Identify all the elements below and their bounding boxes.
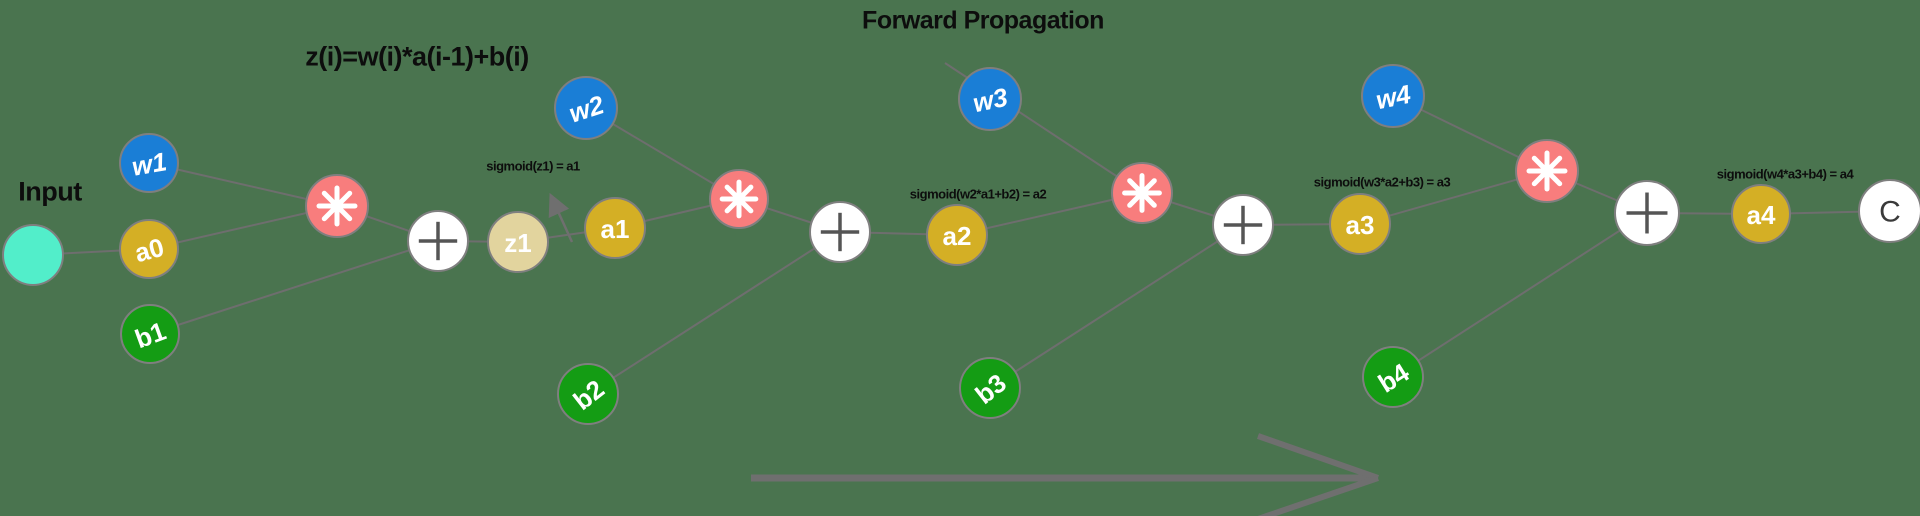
- node-mult2: [709, 169, 769, 229]
- node-mult4: [1515, 139, 1579, 203]
- node-plus2: [809, 201, 871, 263]
- node-c: C: [1858, 179, 1920, 243]
- node-a4: a4: [1731, 184, 1791, 244]
- sigmoid-annotation-3: sigmoid(w3*a2+b3) = a3: [1313, 174, 1451, 190]
- node-a3-circle: [1329, 193, 1391, 255]
- edge-b1-plus1: [149, 240, 439, 335]
- node-mult1: [305, 174, 369, 238]
- node-w4: w4: [1361, 64, 1425, 128]
- node-w4-circle: [1361, 64, 1425, 128]
- node-w4-label: w4: [1373, 79, 1414, 116]
- node-w3: w3: [958, 67, 1022, 131]
- node-a0-circle: [119, 219, 179, 279]
- edge-a2-mult3: [956, 192, 1143, 236]
- node-b1-circle: [120, 304, 180, 364]
- node-plus3: [1212, 194, 1274, 256]
- node-b4-circle: [1362, 346, 1424, 408]
- edge-b3-plus3: [989, 224, 1244, 389]
- node-w3-circle: [958, 67, 1022, 131]
- node-b2-circle: [557, 363, 619, 425]
- flow-arrow-upper-barb: [1257, 433, 1379, 481]
- multiply-asterisk-icon: [321, 190, 353, 222]
- sigmoid-annotation-1: sigmoid(z1) = a1: [486, 158, 580, 174]
- arrows-layer: [548, 192, 1379, 516]
- edge-w1-mult1: [148, 162, 338, 207]
- node-w1: w1: [119, 133, 179, 193]
- edge-a3-mult4: [1359, 170, 1548, 225]
- node-w2: w2: [554, 76, 618, 140]
- node-a1: a1: [584, 197, 646, 259]
- node-b1: b1: [120, 304, 180, 364]
- node-a0: a0: [119, 219, 179, 279]
- node-input-circle: [2, 224, 64, 286]
- node-z1-circle: [487, 211, 549, 273]
- edge-b4-plus4: [1392, 212, 1648, 378]
- flow-arrow-lower-barb: [1257, 475, 1379, 516]
- node-b2: b2: [557, 363, 619, 425]
- multiply-asterisk-icon: [1531, 155, 1563, 187]
- node-input: [2, 224, 64, 286]
- edge-b2-plus2: [587, 231, 841, 395]
- node-w1-circle: [119, 133, 179, 193]
- page-title: Forward Propagation: [862, 6, 1104, 35]
- node-plus4: [1614, 180, 1680, 246]
- node-w3-label: w3: [970, 82, 1011, 119]
- formula-label: z(i)=w(i)*a(i-1)+b(i): [305, 41, 529, 72]
- sigmoid-annotation-4: sigmoid(w4*a3+b4) = a4: [1716, 166, 1854, 182]
- node-a1-circle: [584, 197, 646, 259]
- multiply-asterisk-icon: [724, 184, 754, 214]
- node-a3-label: a3: [1346, 210, 1375, 240]
- sigmoid-annotation-2: sigmoid(w2*a1+b2) = a2: [909, 186, 1047, 202]
- node-c-circle: [1858, 179, 1920, 243]
- node-mult3: [1111, 162, 1173, 224]
- node-z1-label: z1: [504, 228, 531, 258]
- node-a3: a3: [1329, 193, 1391, 255]
- node-b3: b3: [959, 357, 1021, 419]
- node-c-label: C: [1879, 196, 1901, 229]
- nodes-layer: w1 a0 b1 z1 a1 w2 b2 a2 w3 b3 a3 w4 b4 a4 C: [2, 64, 1920, 425]
- node-w1-label: w1: [129, 146, 168, 182]
- node-plus1: [407, 210, 469, 272]
- node-a2-circle: [926, 204, 988, 266]
- node-a2-label: a2: [943, 221, 972, 251]
- node-b4: b4: [1362, 346, 1424, 408]
- node-a4-circle: [1731, 184, 1791, 244]
- multiply-asterisk-icon: [1127, 178, 1157, 208]
- sigmoid-pointer-arrow: [548, 192, 574, 243]
- node-a4-label: a4: [1747, 200, 1776, 230]
- node-w2-circle: [554, 76, 618, 140]
- node-a2: a2: [926, 204, 988, 266]
- edge-a0-mult1: [148, 205, 338, 250]
- node-a1-label: a1: [601, 214, 630, 244]
- input-label: Input: [18, 176, 82, 207]
- node-z1: z1: [487, 211, 549, 273]
- node-b3-circle: [959, 357, 1021, 419]
